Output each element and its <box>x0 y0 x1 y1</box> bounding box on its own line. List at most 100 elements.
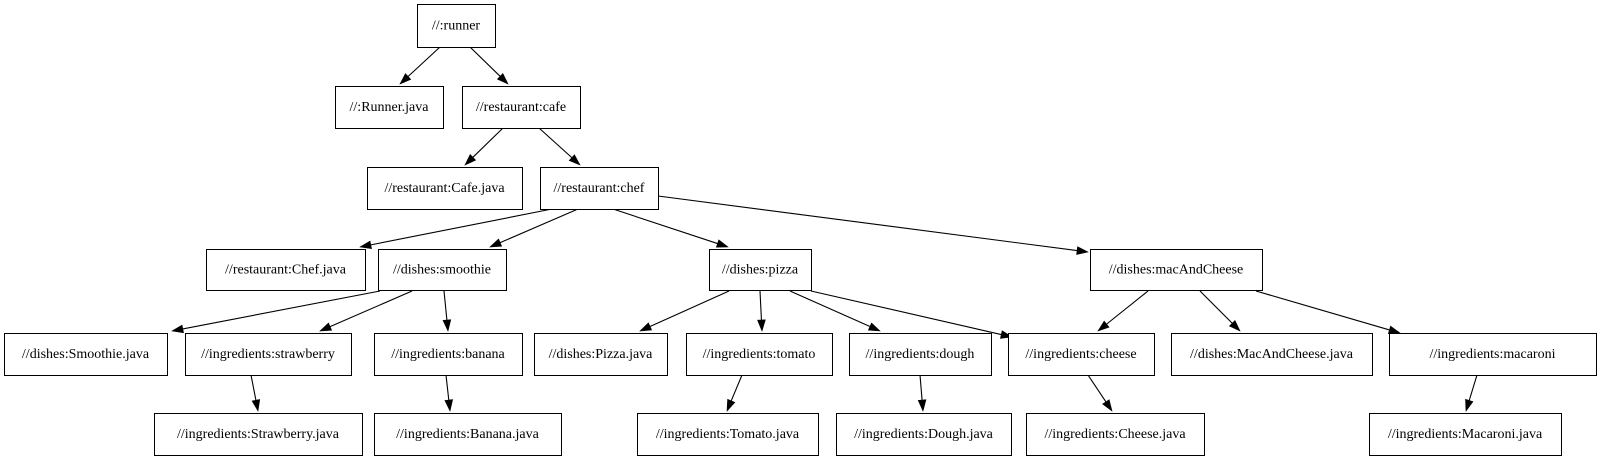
node-box[interactable] <box>462 86 581 129</box>
edge-arrowhead-icon <box>251 399 261 412</box>
graph-node-restaurant_cafe_java[interactable]: //restaurant:Cafe.java <box>367 167 523 210</box>
edge-line <box>1087 374 1107 403</box>
graph-edge <box>1097 290 1149 332</box>
node-box[interactable] <box>206 249 366 291</box>
edge-arrowhead-icon <box>1465 398 1474 412</box>
graph-edge <box>469 46 509 85</box>
edge-line <box>1106 290 1149 325</box>
graph-edge <box>612 208 729 248</box>
graph-node-ing_banana_java[interactable]: //ingredients:Banana.java <box>374 413 562 456</box>
node-box[interactable] <box>686 333 833 376</box>
node-box[interactable] <box>417 4 496 48</box>
graph-edge <box>1087 374 1113 412</box>
graph-node-ing_strawberry[interactable]: //ingredients:strawberry <box>185 333 352 376</box>
graph-edge <box>464 127 504 166</box>
node-box[interactable] <box>534 333 668 376</box>
graph-node-dishes_pizza_java[interactable]: //dishes:Pizza.java <box>534 333 668 376</box>
graph-node-restaurant_chef_java[interactable]: //restaurant:Chef.java <box>206 249 366 291</box>
graph-node-restaurant_chef[interactable]: //restaurant:chef <box>540 167 659 210</box>
graph-node-ing_dough[interactable]: //ingredients:dough <box>849 333 992 376</box>
node-box[interactable] <box>1026 413 1205 456</box>
node-box[interactable] <box>1171 333 1373 376</box>
graph-node-restaurant_cafe[interactable]: //restaurant:cafe <box>462 86 581 129</box>
graph-node-ing_cheese[interactable]: //ingredients:cheese <box>1008 333 1155 376</box>
edge-arrowhead-icon <box>1076 246 1089 255</box>
node-box[interactable] <box>836 413 1012 456</box>
graph-node-dishes_macandcheese_java[interactable]: //dishes:MacAndCheese.java <box>1171 333 1373 376</box>
graph-edge <box>444 374 454 412</box>
graph-node-ing_tomato_java[interactable]: //ingredients:Tomato.java <box>637 413 819 456</box>
edge-arrowhead-icon <box>1102 399 1113 412</box>
graph-node-ing_strawberry_java[interactable]: //ingredients:Strawberry.java <box>154 413 363 456</box>
graph-node-ing_macaroni[interactable]: //ingredients:macaroni <box>1389 333 1597 376</box>
graph-node-ing_banana[interactable]: //ingredients:banana <box>374 333 523 376</box>
graph-edge <box>726 374 743 412</box>
edge-line <box>370 208 553 246</box>
edge-line <box>730 374 743 402</box>
graph-edge <box>399 46 441 85</box>
edge-line <box>657 195 1078 252</box>
graph-node-ing_cheese_java[interactable]: //ingredients:Cheese.java <box>1026 413 1205 456</box>
node-box[interactable] <box>1389 333 1597 376</box>
graph-edge <box>757 290 766 332</box>
edge-line <box>1468 374 1478 401</box>
edge-line <box>472 127 504 158</box>
graph-edge <box>442 290 452 332</box>
edge-line <box>1255 290 1390 331</box>
edge-arrowhead-icon <box>1097 320 1110 332</box>
node-box[interactable] <box>849 333 992 376</box>
node-box[interactable] <box>335 86 444 129</box>
graph-edge <box>359 208 553 250</box>
node-box[interactable] <box>4 333 168 376</box>
edge-line <box>445 374 450 401</box>
graph-node-dishes_smoothie[interactable]: //dishes:smoothie <box>378 249 507 291</box>
node-box[interactable] <box>378 249 507 291</box>
graph-node-dishes_smoothie_java[interactable]: //dishes:Smoothie.java <box>4 333 168 376</box>
graph-node-dishes_macandcheese[interactable]: //dishes:macAndCheese <box>1090 249 1263 291</box>
graph-edge <box>1199 290 1241 332</box>
graph-node-runner[interactable]: //:runner <box>417 4 496 48</box>
node-box[interactable] <box>154 413 363 456</box>
edge-line <box>649 290 730 327</box>
edge-line <box>810 290 1002 336</box>
graph-node-ing_dough_java[interactable]: //ingredients:Dough.java <box>836 413 1012 456</box>
edge-line <box>1199 290 1233 324</box>
edge-line <box>789 290 871 328</box>
edge-arrowhead-icon <box>639 322 653 332</box>
edge-arrowhead-icon <box>442 319 452 332</box>
edge-line <box>182 290 381 330</box>
graph-edge <box>319 290 413 332</box>
graph-edge <box>1255 290 1401 334</box>
edge-line <box>919 374 923 401</box>
node-box[interactable] <box>1090 249 1263 291</box>
graph-node-dishes_pizza[interactable]: //dishes:pizza <box>709 249 812 291</box>
edge-line <box>612 208 718 245</box>
edge-layer <box>171 46 1478 412</box>
edge-line <box>759 290 762 321</box>
graph-edge <box>250 374 261 412</box>
graph-edge <box>657 195 1089 255</box>
graph-node-ing_macaroni_java[interactable]: //ingredients:Macaroni.java <box>1369 413 1562 456</box>
edge-arrowhead-icon <box>489 238 503 248</box>
edge-arrowhead-icon <box>496 73 509 85</box>
node-box[interactable] <box>1008 333 1155 376</box>
edge-arrowhead-icon <box>867 322 881 332</box>
graph-node-ing_tomato[interactable]: //ingredients:tomato <box>686 333 833 376</box>
edge-arrowhead-icon <box>1387 325 1401 334</box>
node-box[interactable] <box>367 167 523 210</box>
node-box[interactable] <box>374 413 562 456</box>
node-box[interactable] <box>185 333 352 376</box>
edge-arrowhead-icon <box>1228 319 1241 332</box>
node-box[interactable] <box>540 167 659 210</box>
edge-arrowhead-icon <box>399 73 412 85</box>
node-layer: //:runner //:Runner.java //restaurant:cafe… <box>4 4 1597 456</box>
graph-edge <box>789 290 881 332</box>
node-box[interactable] <box>1369 413 1562 456</box>
graph-edge <box>538 127 581 166</box>
graph-node-runner_java[interactable]: //:Runner.java <box>335 86 444 129</box>
node-box[interactable] <box>637 413 819 456</box>
node-box[interactable] <box>709 249 812 291</box>
node-box[interactable] <box>374 333 523 376</box>
